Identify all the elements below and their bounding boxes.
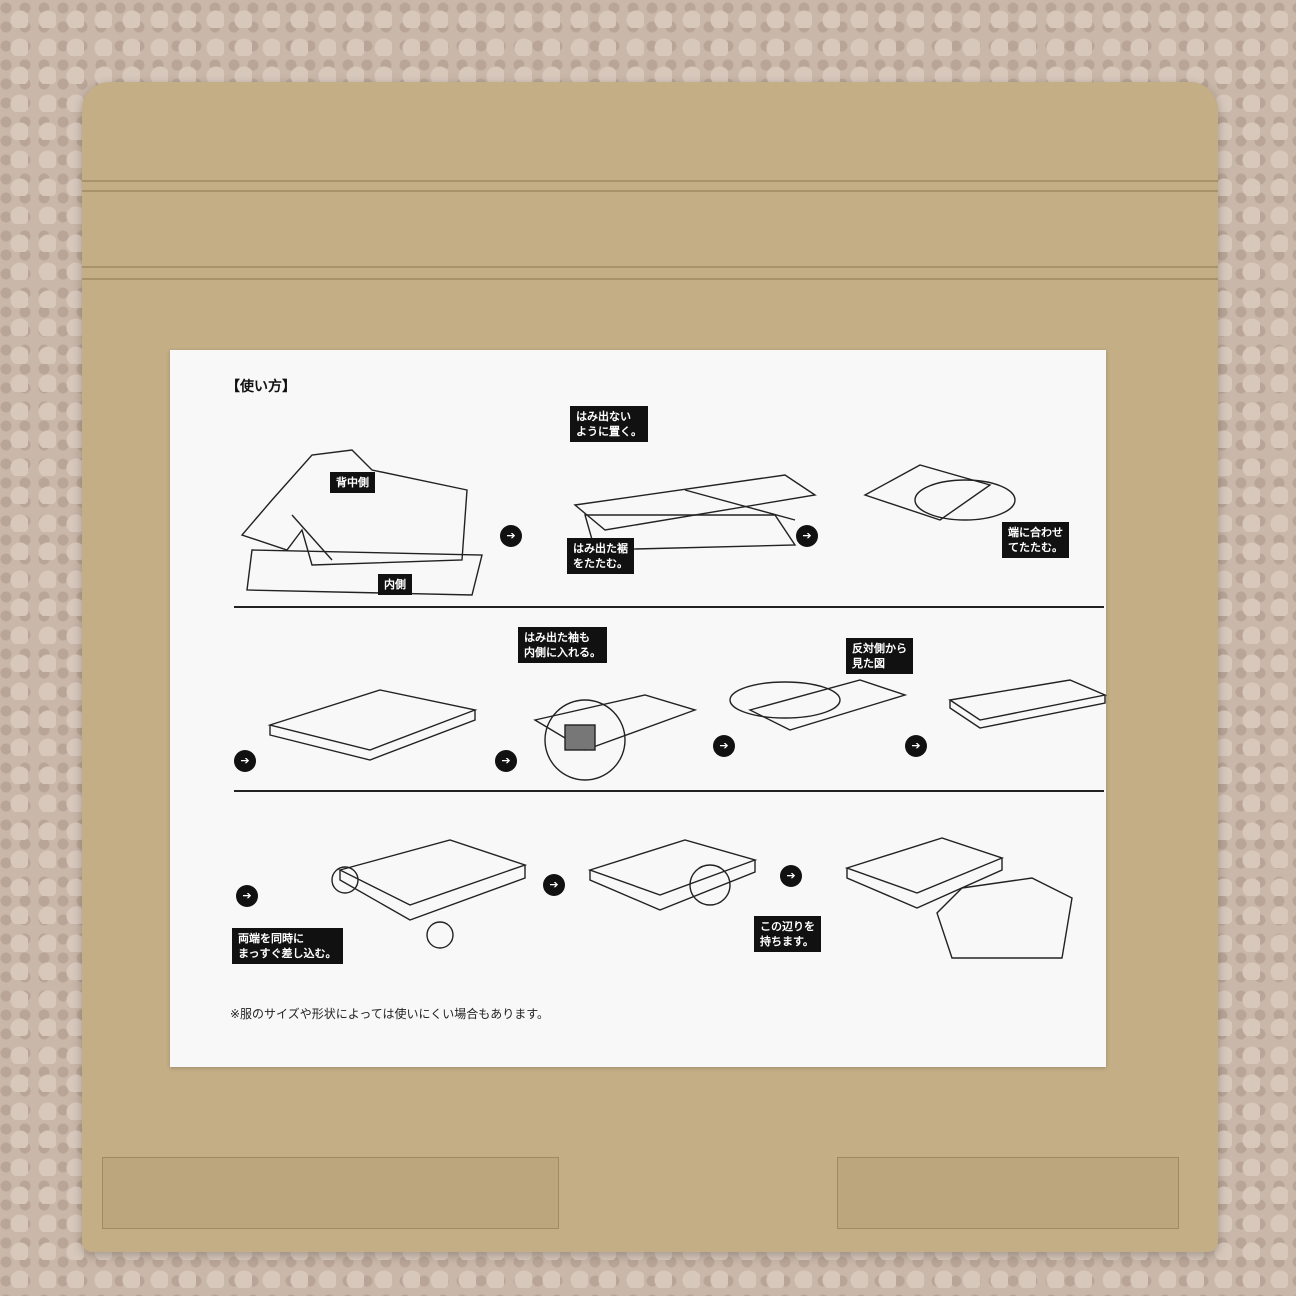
right-arrow-circle-icon: ➔ [796, 525, 818, 547]
right-arrow-circle-icon: ➔ [780, 865, 802, 887]
finished-package-illustration [587, 839, 758, 911]
label-insert-both-ends: 両端を同時に まっすぐ差し込む。 [232, 928, 343, 964]
usage-note: ※服のサイズや形状によっては使いにくい場合もあります。 [230, 1007, 550, 1021]
tshirt-on-folder-illustration [240, 449, 483, 596]
fold-crease [82, 278, 1218, 280]
right-arrow-circle-icon: ➔ [905, 735, 927, 757]
fold-crease [82, 180, 1218, 182]
remove-tshirt-illustration [844, 837, 1073, 959]
instruction-sheet: 【使い方】 背中側 内側 ➔ はみ出ない ように置く。 はみ出た裾 をたたむ。 … [170, 350, 1108, 1067]
label-fold-overhanging-hem: はみ出た裾 をたたむ。 [567, 538, 634, 574]
right-arrow-circle-icon: ➔ [713, 735, 735, 757]
opposite-view-illustration [948, 679, 1108, 729]
label-view-from-opposite: 反対側から 見た図 [846, 638, 913, 674]
bottom-flap-left [102, 1157, 559, 1229]
label-place-without-overhang: はみ出ない ように置く。 [570, 406, 648, 442]
insert-ends-illustration [331, 839, 528, 949]
right-arrow-circle-icon: ➔ [234, 750, 256, 772]
right-arrow-circle-icon: ➔ [543, 874, 565, 896]
row-divider [234, 606, 1104, 608]
label-back-side: 背中側 [330, 472, 375, 493]
fold-crease [82, 266, 1218, 268]
folded-package-illustration [729, 679, 908, 731]
fold-to-edge-illustration [863, 464, 1016, 521]
label-tuck-sleeves: はみ出た袖も 内側に入れる。 [518, 627, 607, 663]
label-inside: 内側 [378, 574, 412, 595]
right-arrow-circle-icon: ➔ [236, 885, 258, 907]
row-divider [234, 790, 1104, 792]
label-hold-here: この辺りを 持ちます。 [754, 916, 821, 952]
folded-folder-illustration [267, 689, 478, 761]
tuck-sleeves-illustration [533, 694, 698, 781]
right-arrow-circle-icon: ➔ [500, 525, 522, 547]
bottom-flap-right [837, 1157, 1179, 1229]
right-arrow-circle-icon: ➔ [495, 750, 517, 772]
fold-crease [82, 190, 1218, 192]
label-fold-to-edge: 端に合わせ てたたむ。 [1002, 522, 1069, 558]
sheet-heading: 【使い方】 [226, 379, 296, 395]
